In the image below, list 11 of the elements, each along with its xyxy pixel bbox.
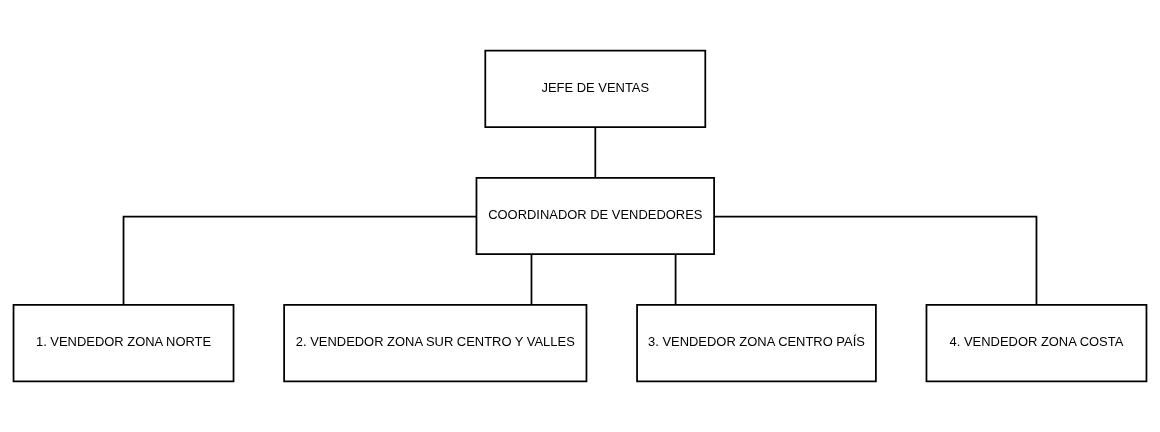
connector [594,126,597,179]
node-box: 4. VENDEDOR ZONA COSTA [925,303,1148,383]
node-box: 3. VENDEDOR ZONA CENTRO PAÍS [636,303,877,383]
connector [122,215,478,306]
connector [530,253,533,306]
connector [713,215,1038,306]
node-box: 1. VENDEDOR ZONA NORTE [12,303,235,383]
connector [674,253,677,306]
node-box: 2. VENDEDOR ZONA SUR CENTRO Y VALLES [283,303,588,383]
node-box: COORDINADOR DE VENDEDORES [475,176,715,256]
node-box: JEFE DE VENTAS [484,49,707,129]
